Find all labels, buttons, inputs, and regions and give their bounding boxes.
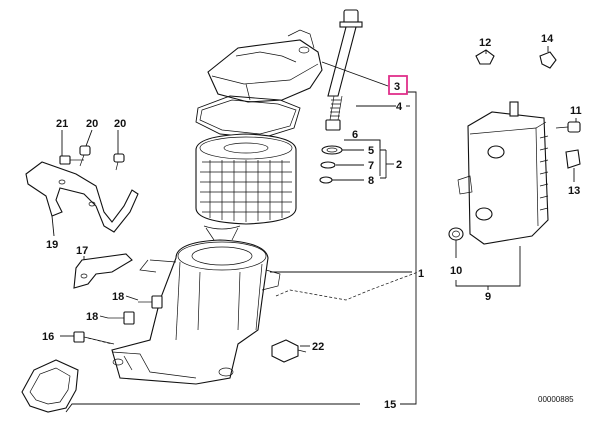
callout-4[interactable]: 4 <box>396 101 403 113</box>
callout-3[interactable]: 3 <box>394 81 400 93</box>
callout-6[interactable]: 6 <box>352 129 358 141</box>
callout-1[interactable]: 1 <box>418 268 424 280</box>
callout-8[interactable]: 8 <box>368 175 374 187</box>
callout-18b[interactable]: 18 <box>86 311 98 323</box>
callout-3-highlight <box>388 75 408 95</box>
callout-18a[interactable]: 18 <box>112 291 124 303</box>
callout-22[interactable]: 22 <box>312 341 324 353</box>
o-ring-6[interactable] <box>321 145 343 155</box>
o-ring-8[interactable] <box>319 176 333 184</box>
connector-13[interactable] <box>565 149 581 169</box>
bracket-17[interactable] <box>73 253 133 289</box>
bolt-11[interactable] <box>555 121 581 133</box>
cover-seal-ring[interactable] <box>195 95 301 139</box>
callout-11[interactable]: 11 <box>570 105 582 117</box>
screw-18-upper[interactable] <box>138 295 163 309</box>
filter-cover[interactable] <box>207 29 323 103</box>
filter-element[interactable] <box>195 133 297 225</box>
callout-16[interactable]: 16 <box>42 331 54 343</box>
bracket-19[interactable] <box>25 161 139 233</box>
leader-lines <box>51 46 577 413</box>
callout-20a[interactable]: 20 <box>86 118 98 130</box>
callout-14[interactable]: 14 <box>541 33 554 45</box>
doc-number: 00000885 <box>538 395 574 404</box>
clip-14[interactable] <box>539 51 557 69</box>
callout-20b[interactable]: 20 <box>114 118 126 130</box>
screw-20-right[interactable] <box>113 153 125 171</box>
callout-19[interactable]: 19 <box>46 239 58 251</box>
seal-10[interactable] <box>448 227 464 241</box>
callout-7[interactable]: 7 <box>368 160 374 172</box>
sensor-22[interactable] <box>271 339 307 363</box>
screw-18-lower[interactable] <box>108 311 135 325</box>
filter-housing[interactable] <box>111 225 281 385</box>
screw-20-left[interactable] <box>79 145 91 167</box>
callout-17[interactable]: 17 <box>76 245 88 257</box>
callout-9[interactable]: 9 <box>485 291 491 303</box>
callout-15[interactable]: 15 <box>384 399 396 411</box>
callout-5[interactable]: 5 <box>368 145 374 157</box>
clip-12[interactable] <box>475 49 495 65</box>
gasket-15[interactable] <box>21 359 79 413</box>
housing-bolt[interactable] <box>325 9 363 131</box>
callout-12[interactable]: 12 <box>479 37 491 49</box>
screw-21[interactable] <box>59 155 84 165</box>
callout-numbers: 1 2 3 4 5 6 7 8 9 10 11 12 13 14 15 16 1… <box>42 33 582 411</box>
screw-16[interactable] <box>73 331 115 345</box>
o-ring-7[interactable] <box>320 161 336 169</box>
callout-2[interactable]: 2 <box>396 159 402 171</box>
callout-10[interactable]: 10 <box>450 265 462 277</box>
callout-13[interactable]: 13 <box>568 185 580 197</box>
oil-cooler[interactable] <box>457 101 549 245</box>
callout-21[interactable]: 21 <box>56 118 68 130</box>
